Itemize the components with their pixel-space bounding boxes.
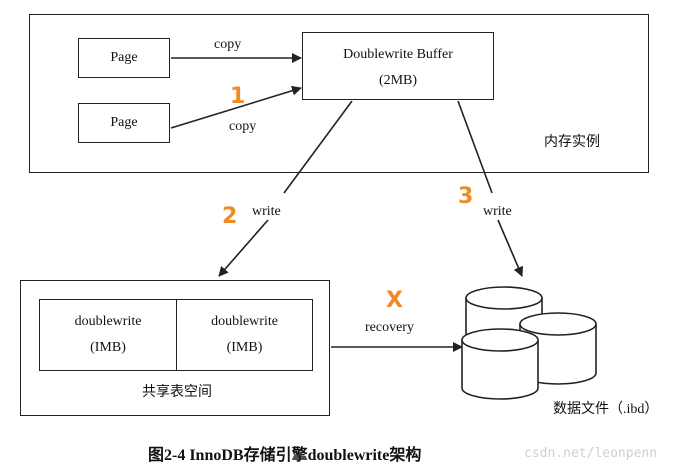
step-3-marker: 3 — [458, 184, 474, 209]
doublewrite-segment-2-name: doublewrite — [211, 314, 278, 329]
write-arrow-left-upper — [283, 100, 353, 194]
copy-label-2: copy — [229, 119, 257, 134]
doublewrite-buffer-size: (2MB) — [378, 73, 418, 88]
step-2-marker: 2 — [222, 204, 238, 229]
watermark: csdn.net/leonpenn — [524, 446, 658, 461]
shared-tablespace-region — [20, 280, 330, 416]
doublewrite-segment-1-size: (IMB) — [90, 340, 126, 355]
write-arrow-right-upper — [457, 100, 493, 194]
page-box-2: Page — [78, 103, 170, 143]
page-box-1: Page — [78, 38, 170, 78]
step-1-marker: 1 — [230, 84, 246, 109]
shared-tablespace-label: 共享表空间 — [142, 385, 212, 400]
step-x-marker: X — [386, 288, 403, 313]
copy-label-1: copy — [214, 37, 242, 52]
data-file-cylinder-c — [519, 312, 597, 385]
copy-arrow-2 — [170, 85, 302, 129]
doublewrite-segment-2: doublewrite (IMB) — [176, 299, 313, 371]
data-file-cylinder-b — [461, 328, 539, 400]
memory-instance-region — [29, 14, 649, 173]
write-label-right: write — [483, 204, 512, 219]
write-label-left: write — [252, 204, 281, 219]
recovery-label: recovery — [365, 320, 414, 335]
page-box-2-label: Page — [110, 115, 138, 130]
figure-caption: 图2-4 InnoDB存储引擎doublewrite架构 — [148, 447, 422, 464]
write-arrow-left-lower — [218, 219, 269, 277]
page-box-1-label: Page — [110, 50, 138, 65]
doublewrite-buffer-box: Doublewrite Buffer (2MB) — [302, 32, 494, 100]
doublewrite-buffer-title: Doublewrite Buffer — [343, 47, 453, 62]
doublewrite-segment-2-size: (IMB) — [226, 340, 263, 355]
doublewrite-segment-1-name: doublewrite — [74, 314, 142, 329]
data-files-label: 数据文件（.ibd） — [553, 402, 659, 417]
memory-region-label: 内存实例 — [544, 135, 600, 150]
write-arrow-right-lower — [497, 219, 524, 277]
